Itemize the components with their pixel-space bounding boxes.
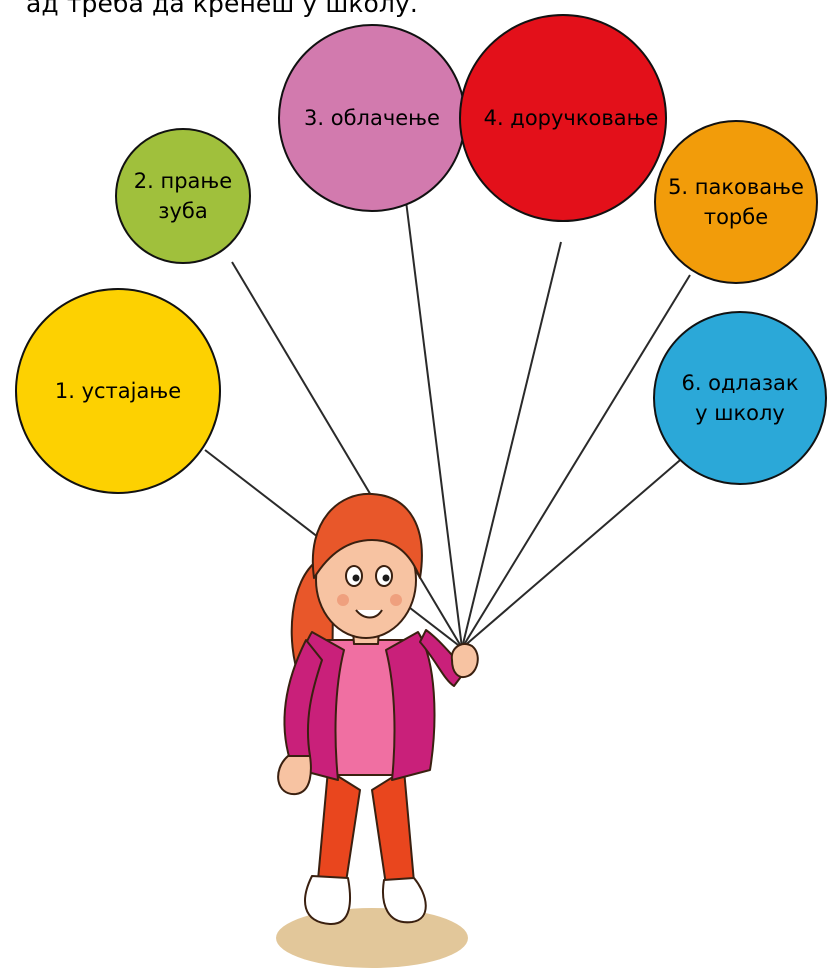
string-2 (231, 261, 463, 649)
balloon-6 (653, 311, 827, 485)
balloon-5-line-1: 5. паковање (668, 175, 804, 199)
balloon-label-4: 4. доручковање (484, 103, 659, 133)
balloon-label-2: 2. прање зуба (134, 166, 232, 226)
string-6 (461, 454, 687, 649)
girl-figure (277, 492, 479, 926)
balloon-label-3: 3. облачење (304, 103, 440, 133)
string-3 (404, 192, 463, 649)
balloon-2 (115, 128, 251, 264)
balloon-2-line-1: 2. прање (133, 169, 233, 193)
balloon-3-line-1: 3. облачење (304, 106, 440, 130)
balloon-5-line-2: торбе (703, 205, 769, 229)
balloon-1 (15, 288, 221, 494)
balloon-5 (654, 120, 818, 284)
balloon-2-line-2: зуба (158, 199, 208, 223)
balloon-1-line-1: 1. устајање (54, 379, 182, 403)
balloon-6-line-2: у школу (695, 401, 785, 425)
balloon-label-5: 5. паковање торбе (668, 172, 804, 232)
balloon-4-line-1: 4. доручковање (483, 106, 659, 130)
balloon-label-6: 6. одлазак у школу (681, 368, 798, 428)
string-5 (461, 274, 691, 649)
balloon-strings (204, 192, 691, 649)
ground-shadow (276, 908, 468, 968)
balloon-label-1: 1. устајање (55, 376, 181, 406)
balloon-6-line-1: 6. одлазак (681, 371, 799, 395)
string-4 (461, 241, 562, 649)
balloon-4 (459, 14, 667, 222)
instruction-text: ад треба да кренеш у школу. (26, 0, 418, 18)
